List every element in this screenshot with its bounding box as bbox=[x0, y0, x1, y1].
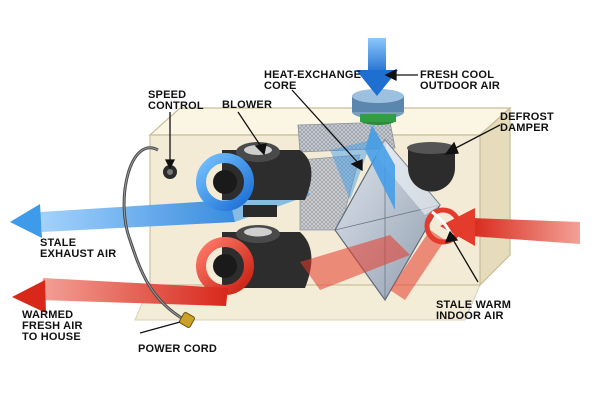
label-line: CONTROL bbox=[148, 100, 204, 112]
label-line: OUTDOOR AIR bbox=[420, 80, 501, 92]
label-stale-exhaust-air: STALE EXHAUST AIR bbox=[40, 238, 116, 260]
label-power-cord: POWER CORD bbox=[138, 344, 217, 355]
stale-warm-indoor-air-arrow bbox=[424, 207, 580, 246]
label-line: EXHAUST AIR bbox=[40, 248, 117, 260]
label-line: POWER CORD bbox=[138, 343, 217, 355]
label-line: DAMPER bbox=[500, 122, 549, 134]
label-line: SPEED bbox=[148, 89, 187, 101]
label-line: FRESH COOL bbox=[420, 69, 495, 81]
label-line: TO HOUSE bbox=[22, 331, 81, 343]
label-warmed-fresh-air-to-house: WARMED FRESH AIR TO HOUSE bbox=[22, 310, 83, 343]
label-line: INDOOR AIR bbox=[436, 310, 504, 322]
label-fresh-cool-outdoor-air: FRESH COOL OUTDOOR AIR bbox=[420, 70, 500, 92]
label-line: CORE bbox=[264, 80, 297, 92]
defrost-damper bbox=[407, 142, 455, 192]
label-heat-exchange-core: HEAT-EXCHANGE CORE bbox=[264, 70, 361, 92]
warmed-fresh-air-arrow bbox=[12, 278, 228, 313]
leader-lines bbox=[139, 68, 501, 334]
label-defrost-damper: DEFROST DAMPER bbox=[500, 112, 554, 134]
label-line: DEFROST bbox=[500, 111, 554, 123]
label-stale-warm-indoor-air: STALE WARM INDOOR AIR bbox=[436, 300, 511, 322]
warm-air-flow bbox=[300, 230, 445, 300]
label-speed-control: SPEED CONTROL bbox=[148, 90, 204, 112]
label-line: WARMED bbox=[22, 309, 74, 321]
label-blower: BLOWER bbox=[222, 100, 272, 111]
power-cord bbox=[122, 146, 195, 328]
blower-blue bbox=[196, 142, 312, 217]
label-line: BLOWER bbox=[222, 99, 273, 111]
cool-air-flow bbox=[330, 125, 395, 210]
fresh-cool-air-arrow bbox=[356, 38, 398, 96]
label-line: STALE WARM bbox=[436, 299, 512, 311]
label-line: STALE bbox=[40, 237, 77, 249]
speed-control bbox=[163, 165, 177, 179]
intake-collar bbox=[352, 89, 404, 125]
label-line: FRESH AIR bbox=[22, 320, 83, 332]
label-line: HEAT-EXCHANGE bbox=[264, 69, 362, 81]
